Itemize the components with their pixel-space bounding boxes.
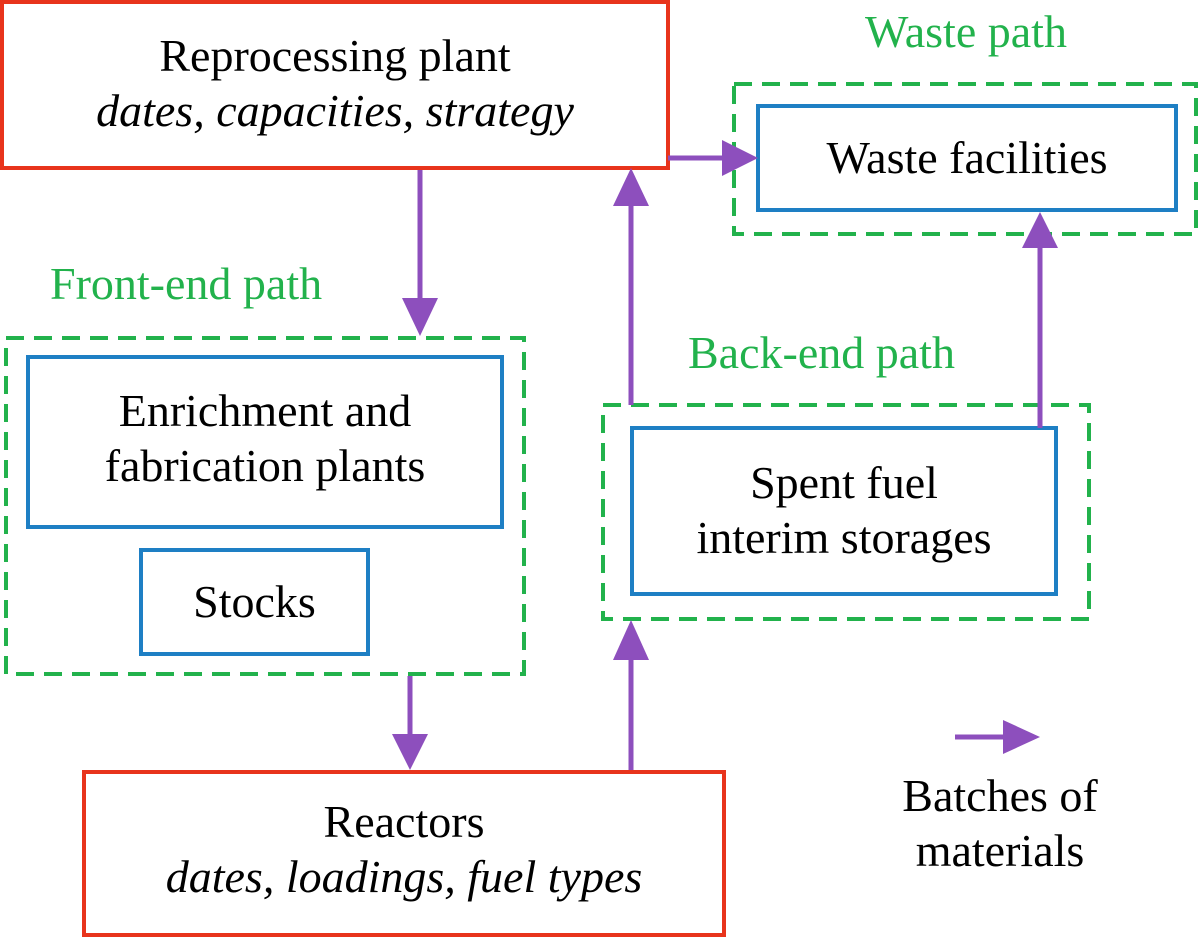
stocks-title: Stocks: [193, 576, 316, 627]
legend-label: Batches of materials: [860, 768, 1140, 878]
waste-facilities-label: Waste facilities: [758, 130, 1176, 185]
arrowhead-down-front-end: [402, 298, 438, 336]
enrichment-plants-line1: Enrichment and: [118, 385, 412, 436]
reactors-label: Reactors dates, loadings, fuel types: [84, 794, 724, 904]
reprocessing-plant-subtitle: dates, capacities, strategy: [96, 85, 574, 137]
enrichment-plants-line2: fabrication plants: [104, 440, 426, 492]
waste-path-title: Waste path: [865, 6, 1067, 57]
back-end-path-title: Back-end path: [688, 327, 955, 378]
reactors-box: [82, 770, 726, 937]
spent-fuel-box: [630, 426, 1058, 596]
spent-fuel-label: Spent fuel interim storages: [632, 455, 1056, 565]
waste-facilities-title: Waste facilities: [826, 132, 1108, 183]
reprocessing-plant-title: Reprocessing plant: [159, 30, 511, 81]
waste-facilities-box: [756, 104, 1178, 212]
arrowhead-up-junction: [613, 168, 649, 206]
flow-arrows: [407, 155, 1043, 770]
arrow-heads: [392, 140, 1058, 770]
stocks-label: Stocks: [141, 574, 368, 629]
enrichment-plants-label: Enrichment and fabrication plants: [28, 383, 502, 493]
reprocessing-plant-box: [0, 0, 670, 170]
enrichment-plants-box: [26, 355, 504, 529]
back-end-path-group: [601, 403, 1091, 621]
legend-line1: Batches of: [902, 770, 1098, 821]
reactors-subtitle: dates, loadings, fuel types: [165, 851, 643, 903]
reactors-title: Reactors: [323, 796, 485, 847]
arrowhead-right-waste: [722, 140, 758, 176]
spent-fuel-line1: Spent fuel: [750, 457, 938, 508]
front-end-path-title: Front-end path: [50, 258, 323, 309]
stocks-box: [139, 548, 370, 656]
arrowhead-down-reactors: [392, 734, 428, 770]
arrowhead-up-waste: [1022, 212, 1058, 248]
arrowhead-up-back-end: [613, 620, 649, 660]
legend-arrowhead: [1003, 720, 1040, 754]
front-end-path-group: [4, 336, 526, 676]
spent-fuel-line2: interim storages: [696, 512, 992, 564]
legend-line2: materials: [915, 825, 1085, 877]
reprocessing-plant-label: Reprocessing plant dates, capacities, st…: [2, 28, 668, 138]
